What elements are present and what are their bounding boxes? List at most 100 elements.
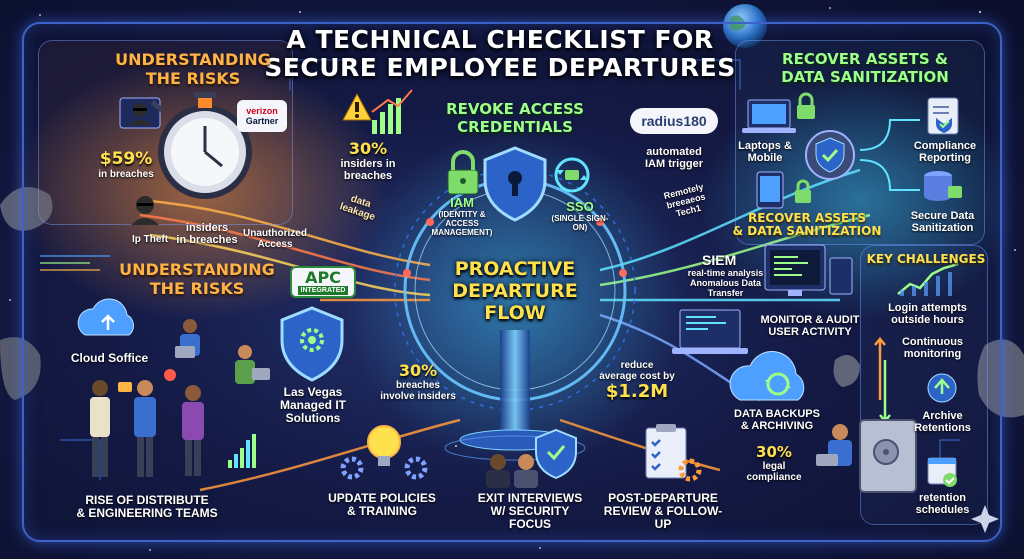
database-lock-icon bbox=[924, 171, 962, 201]
team-illustration bbox=[90, 319, 270, 477]
hacker-icon bbox=[119, 97, 161, 129]
page-title: A TECHNICAL CHECKLIST FOR SECURE EMPLOYE… bbox=[250, 26, 750, 82]
recover-panel bbox=[735, 40, 985, 245]
compliance-label: Compliance Reporting bbox=[905, 140, 985, 164]
retention-schedules-label: retention schedules bbox=[900, 492, 985, 516]
cost-value: $1.2M bbox=[605, 381, 669, 402]
flow-line-2: DEPARTURE bbox=[452, 280, 578, 302]
laptop-icon bbox=[742, 99, 796, 133]
breaches-insiders-stat: 30% breaches involve insiders bbox=[368, 361, 468, 403]
recover-heading-line-2: DATA SANITIZATION bbox=[781, 68, 949, 86]
iam-sub-line-1: (IDENTITY & ACCESS bbox=[438, 210, 486, 228]
line-chart-icon bbox=[897, 262, 959, 296]
breach-stat-value: $59% bbox=[99, 149, 153, 169]
siem-details: real-time analysis Anomalous Data Transf… bbox=[678, 268, 773, 298]
cost-line-1: reduce bbox=[620, 360, 654, 371]
iam-block: IAM (IDENTITY & ACCESS MANAGEMENT) bbox=[422, 195, 502, 238]
sso-label: SSO bbox=[566, 199, 594, 214]
iam-label: IAM bbox=[450, 195, 474, 210]
login-line-2: outside hours bbox=[891, 314, 964, 326]
distributed-teams-label: RISE OF DISTRIBUTE & ENGINEERING TEAMS bbox=[62, 494, 232, 520]
continuous-line-2: monitoring bbox=[903, 348, 962, 360]
breach-stat: $59% in breaches bbox=[86, 149, 166, 181]
revoke-heading-line-2: CREDENTIALS bbox=[457, 118, 573, 136]
data-backups-label: DATA BACKUPS & ARCHIVING bbox=[722, 408, 832, 432]
las-vegas-line-1: Las Vegas bbox=[283, 385, 343, 399]
risks-heading-mid: UNDERSTANDING THE RISKS bbox=[112, 260, 282, 298]
clipboard-check-icon bbox=[645, 424, 702, 482]
recover-heading: RECOVER ASSETS & DATA SANITIZATION bbox=[755, 50, 975, 86]
monitor-line-1: MONITOR & AUDIT bbox=[760, 314, 860, 326]
exit-line-1: EXIT INTERVIEWS bbox=[477, 491, 583, 505]
policies-line-2: & TRAINING bbox=[347, 504, 417, 518]
lightbulb-icon bbox=[367, 425, 401, 466]
monitor-line-2: USER ACTIVITY bbox=[768, 326, 852, 338]
continuous-line-1: Continuous bbox=[901, 336, 964, 348]
insiders-label: insiders in breaches bbox=[172, 222, 242, 246]
exit-interviews-label: EXIT INTERVIEWS W/ SECURITY FOCUS bbox=[470, 492, 590, 531]
title-line-1: A TECHNICAL CHECKLIST FOR bbox=[286, 25, 714, 54]
lock-icon bbox=[795, 179, 811, 203]
archive-retentions-label: Archive Retentions bbox=[895, 410, 990, 434]
hacker-icon bbox=[131, 196, 159, 225]
proactive-flow-title: PROACTIVE DEPARTURE FLOW bbox=[430, 258, 600, 324]
warning-icon bbox=[342, 92, 372, 121]
update-policies-label: UPDATE POLICIES & TRAINING bbox=[322, 492, 442, 518]
backup-line-1: DATA BACKUPS bbox=[734, 408, 820, 420]
risks-mid-line-2: THE RISKS bbox=[149, 279, 245, 298]
legal-compliance-stat: 30% legal compliance bbox=[734, 443, 814, 484]
breaches-insiders-line-1: breaches bbox=[396, 380, 440, 391]
recover-assets-line-1: RECOVER ASSETS bbox=[747, 211, 867, 225]
cost-line-2: average cost by bbox=[599, 371, 675, 382]
post-line-2: REVIEW & FOLLOW-UP bbox=[603, 504, 723, 531]
flow-line-1: PROACTIVE bbox=[454, 258, 576, 280]
brand-gartner: Gartner bbox=[245, 116, 279, 126]
legal-line-2: compliance bbox=[746, 472, 802, 483]
phone-icon bbox=[756, 171, 784, 209]
cloud-upload-icon bbox=[77, 298, 134, 336]
siem-line-3: Transfer bbox=[707, 288, 744, 298]
archive-icon bbox=[927, 373, 957, 403]
ip-theft-label: Ip Theft bbox=[131, 234, 169, 245]
teams-line-2: & ENGINEERING TEAMS bbox=[76, 506, 218, 520]
insiders-stat: 30% insiders in breaches bbox=[328, 139, 408, 183]
apc-logo: APC INTEGRATED bbox=[290, 266, 356, 298]
recover-heading-line-1: RECOVER ASSETS & bbox=[782, 50, 948, 68]
apc-logo-bottom: INTEGRATED bbox=[297, 285, 349, 295]
recover-assets-line-2: & DATA SANITIZATION bbox=[732, 224, 882, 238]
breaches-insiders-value: 30% bbox=[398, 361, 438, 380]
revoke-heading: REVOKE ACCESS CREDENTIALS bbox=[440, 100, 590, 136]
calendar-check-icon bbox=[927, 457, 957, 487]
exit-line-2: W/ SECURITY FOCUS bbox=[490, 504, 570, 531]
login-line-1: Login attempts bbox=[888, 302, 967, 314]
unauthorized-line-2: Access bbox=[257, 239, 293, 250]
outer-frame bbox=[22, 22, 1002, 542]
legal-compliance-value: 30% bbox=[756, 443, 792, 461]
secure-sanitization-line-1: Secure Data bbox=[910, 210, 975, 222]
risks-heading-top: UNDERSTANDING THE RISKS bbox=[108, 50, 278, 88]
apc-logo-top: APC bbox=[305, 267, 341, 287]
insiders-line-1: insiders bbox=[185, 222, 229, 234]
laptop-icon bbox=[672, 309, 748, 354]
breach-stat-label: in breaches bbox=[98, 169, 154, 180]
monitor-audit-label: MONITOR & AUDIT USER ACTIVITY bbox=[745, 314, 875, 338]
insiders-stat-value: 30% bbox=[348, 139, 388, 158]
sso-sync-icon bbox=[554, 157, 590, 193]
las-vegas-label: Las Vegas Managed IT Solutions bbox=[268, 386, 358, 425]
document-check-icon bbox=[927, 97, 959, 135]
sparkle-icon bbox=[971, 505, 999, 533]
lock-icon bbox=[447, 150, 479, 195]
secure-sanitization-label: Secure Data Sanitization bbox=[900, 210, 985, 234]
shield-gear-icon bbox=[280, 306, 344, 382]
safe-icon bbox=[816, 419, 917, 493]
cloud-sync-icon bbox=[729, 350, 805, 401]
siem-heading: SIEM bbox=[702, 252, 737, 268]
siem-line-2: Anomalous Data bbox=[689, 278, 761, 288]
title-line-2: SECURE EMPLOYEE DEPARTURES bbox=[264, 53, 736, 82]
legal-line-1: legal bbox=[762, 461, 786, 472]
post-departure-label: POST-DEPARTURE REVIEW & FOLLOW-UP bbox=[598, 492, 728, 531]
laptops-line-2: Mobile bbox=[747, 152, 783, 164]
retention-line-1: retention bbox=[918, 492, 967, 504]
unauthorized-label: Unauthorized Access bbox=[240, 228, 310, 250]
bar-chart-icon bbox=[371, 89, 413, 134]
